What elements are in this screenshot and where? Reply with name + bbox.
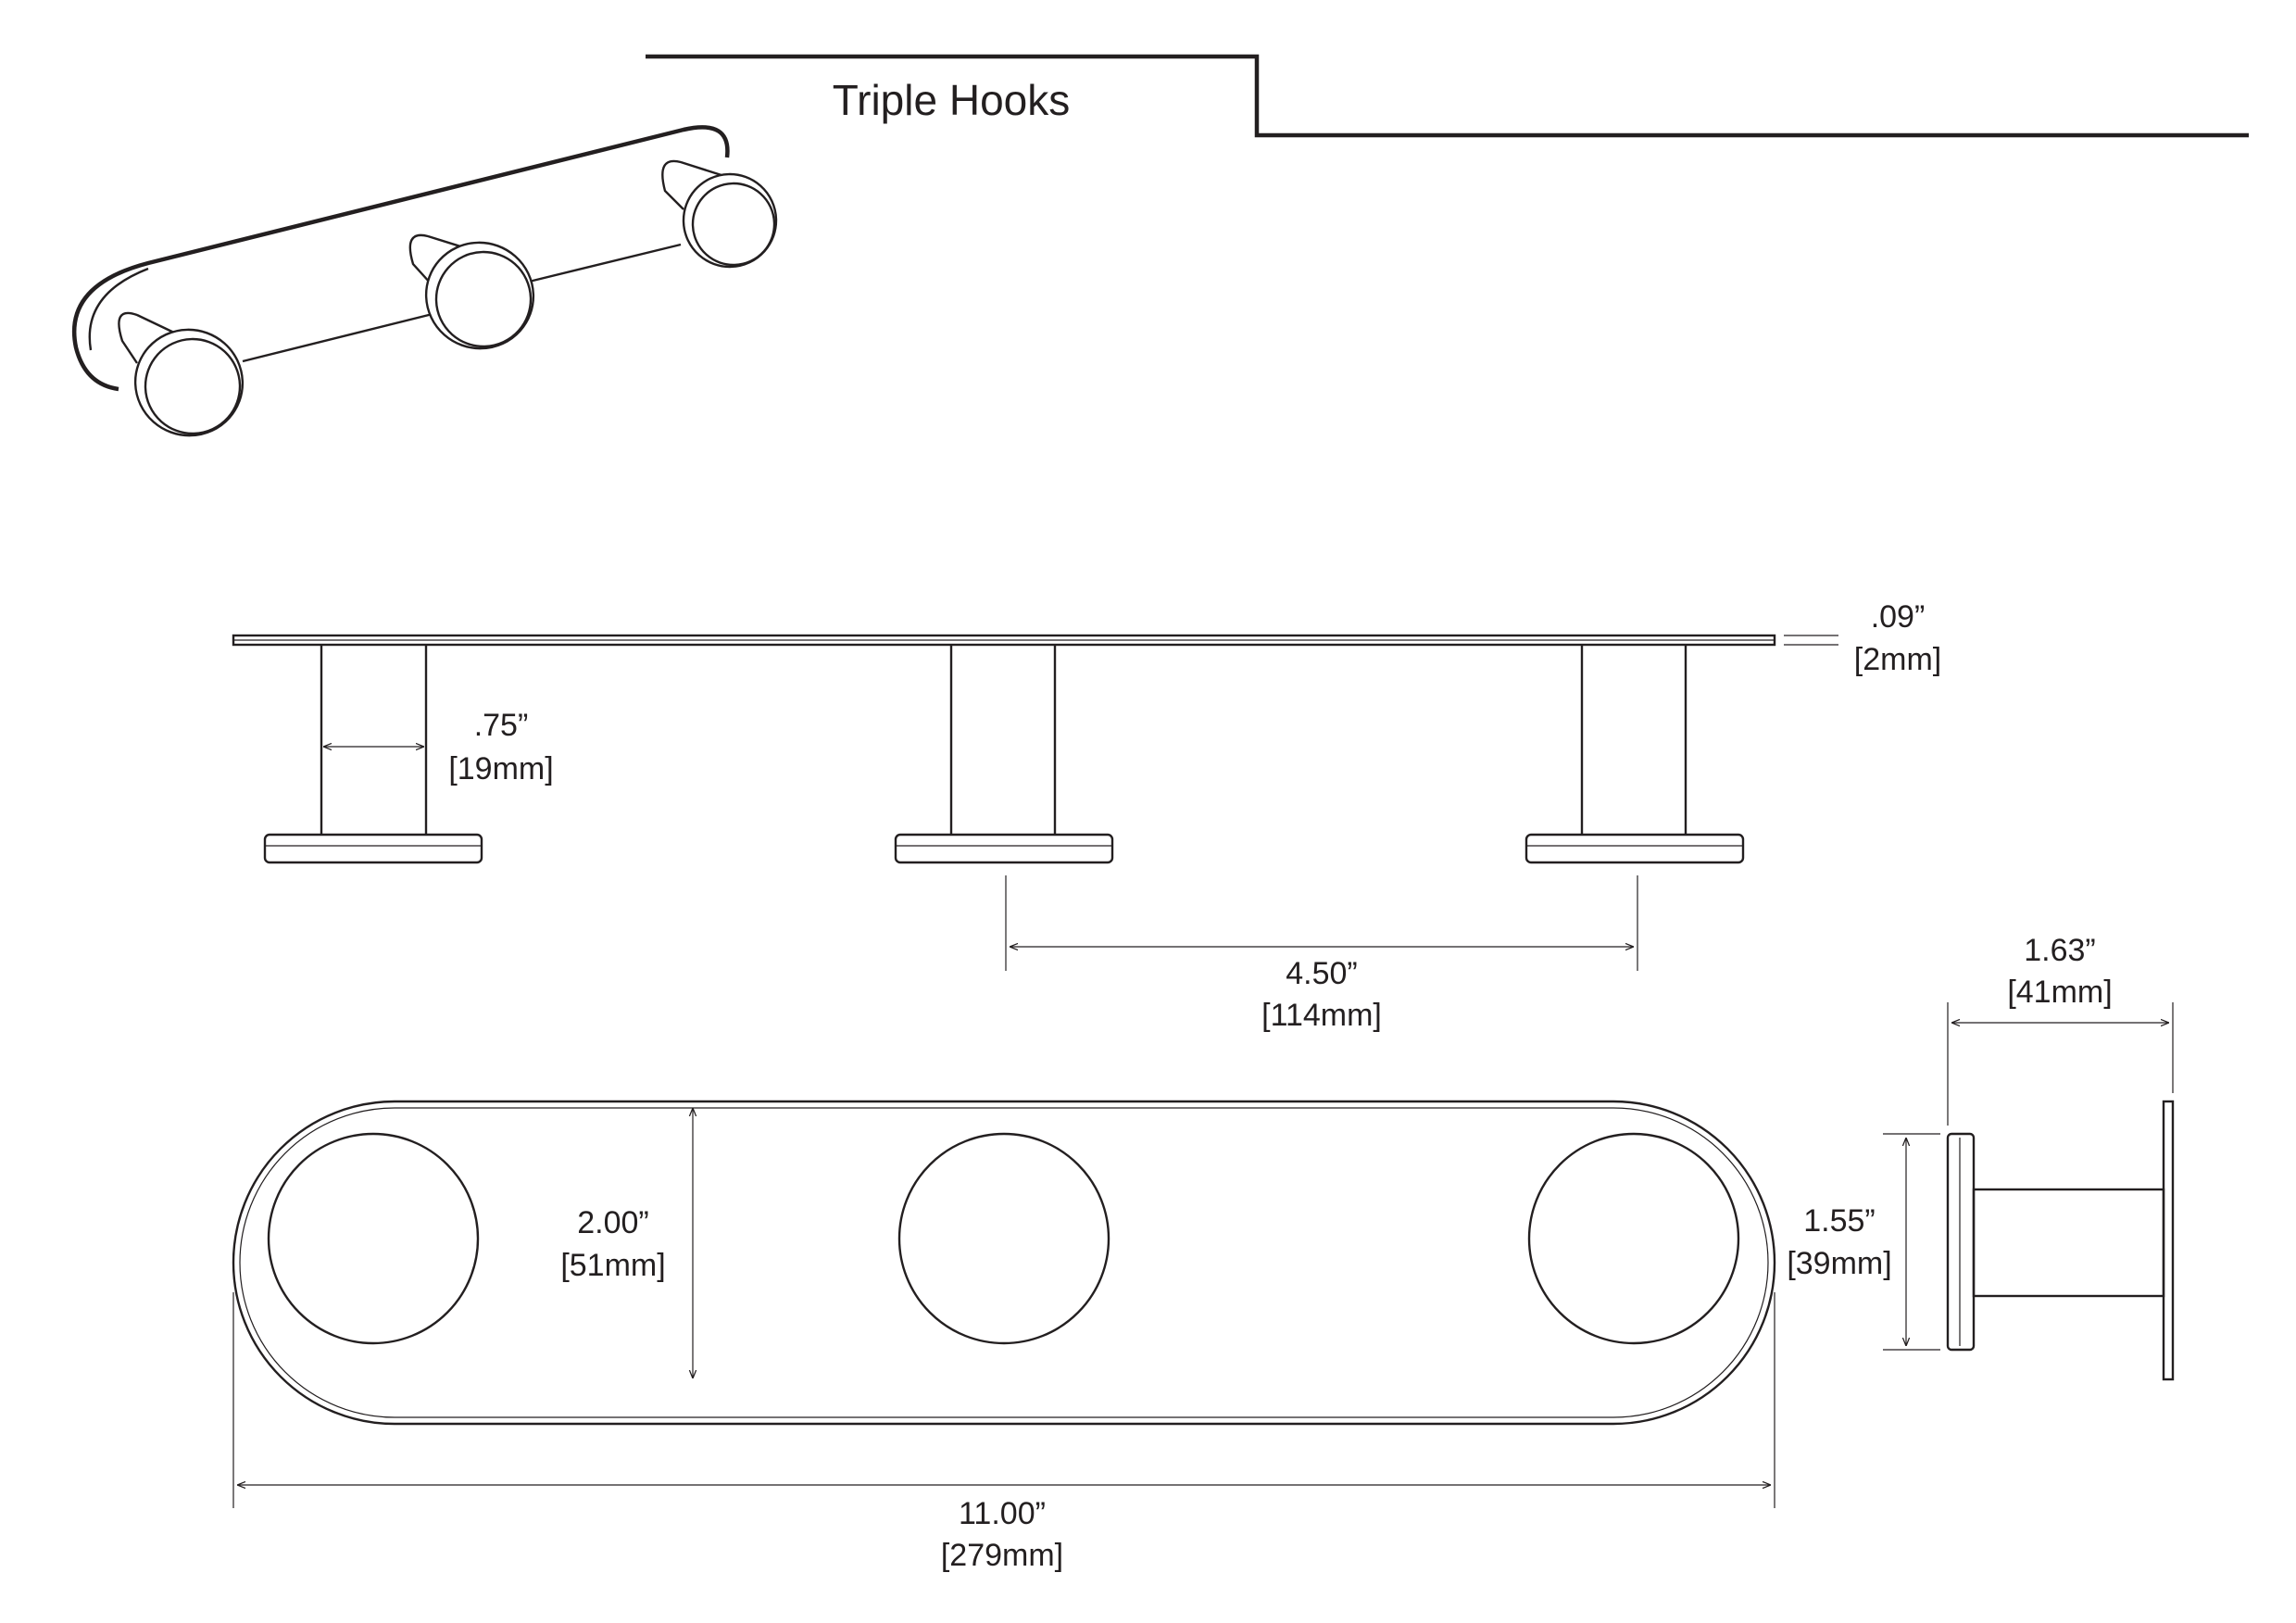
dim-plate-thickness: .09” [2mm]: [1784, 599, 1941, 677]
iso-hook-left: [118, 311, 245, 437]
dim-overall-length-metric: [279mm]: [941, 1538, 1063, 1573]
isometric-view: [71, 125, 778, 437]
iso-back-plate: [71, 125, 730, 392]
front-view: .09” [2mm] .75” [19mm] 4.50” [114mm]: [232, 599, 1941, 1033]
plan-knob-right: [1527, 1132, 1740, 1345]
side-post: [1972, 1188, 2165, 1298]
dim-hook-spacing-imperial: 4.50”: [1286, 956, 1358, 991]
iso-plate-front-edge: [88, 243, 682, 363]
dim-projection-metric: [41mm]: [2007, 975, 2112, 1010]
plan-view: 2.00” [51mm] 11.00” [279mm]: [232, 1100, 1776, 1573]
plan-plate-outer: [232, 1100, 1776, 1426]
side-view: 1.63” [41mm] 1.55” [39mm]: [1787, 933, 2175, 1381]
title-border: [646, 54, 2249, 138]
dim-projection-imperial: 1.63”: [2024, 933, 2096, 968]
dim-hook-spacing-metric: [114mm]: [1261, 998, 1382, 1033]
title-block: Triple Hooks: [646, 54, 2249, 138]
front-hook-left: [263, 645, 483, 864]
iso-hook-middle: [408, 233, 535, 350]
plan-knob-left: [267, 1132, 480, 1345]
dim-knob-diameter-metric: [39mm]: [1787, 1246, 1891, 1281]
dim-post-diameter: .75” [19mm]: [323, 708, 554, 786]
dim-knob-diameter-imperial: 1.55”: [1803, 1203, 1876, 1239]
dim-plate-height-metric: [51mm]: [560, 1248, 665, 1283]
dim-overall-length-imperial: 11.00”: [959, 1496, 1046, 1531]
dim-overall-length: 11.00” [279mm]: [232, 1292, 1775, 1573]
page-title: Triple Hooks: [833, 76, 1070, 124]
dim-plate-thickness-imperial: .09”: [1871, 599, 1926, 635]
dim-plate-height-imperial: 2.00”: [577, 1205, 649, 1240]
dim-plate-height: 2.00” [51mm]: [560, 1108, 693, 1378]
side-knob: [1946, 1132, 1976, 1352]
plan-knob-middle: [897, 1132, 1110, 1345]
dim-knob-diameter: 1.55” [39mm]: [1787, 1133, 1940, 1351]
dim-projection: 1.63” [41mm]: [1947, 933, 2174, 1126]
front-hook-right: [1524, 645, 1745, 864]
dim-plate-thickness-metric: [2mm]: [1854, 642, 1941, 677]
plan-plate-inner: [239, 1107, 1769, 1418]
side-back-plate: [2162, 1100, 2175, 1381]
dim-post-diameter-metric: [19mm]: [448, 751, 553, 786]
iso-hook-right: [661, 159, 778, 269]
dim-post-diameter-imperial: .75”: [474, 708, 529, 743]
front-hook-middle: [894, 645, 1114, 864]
dim-hook-spacing: 4.50” [114mm]: [1005, 875, 1638, 1033]
